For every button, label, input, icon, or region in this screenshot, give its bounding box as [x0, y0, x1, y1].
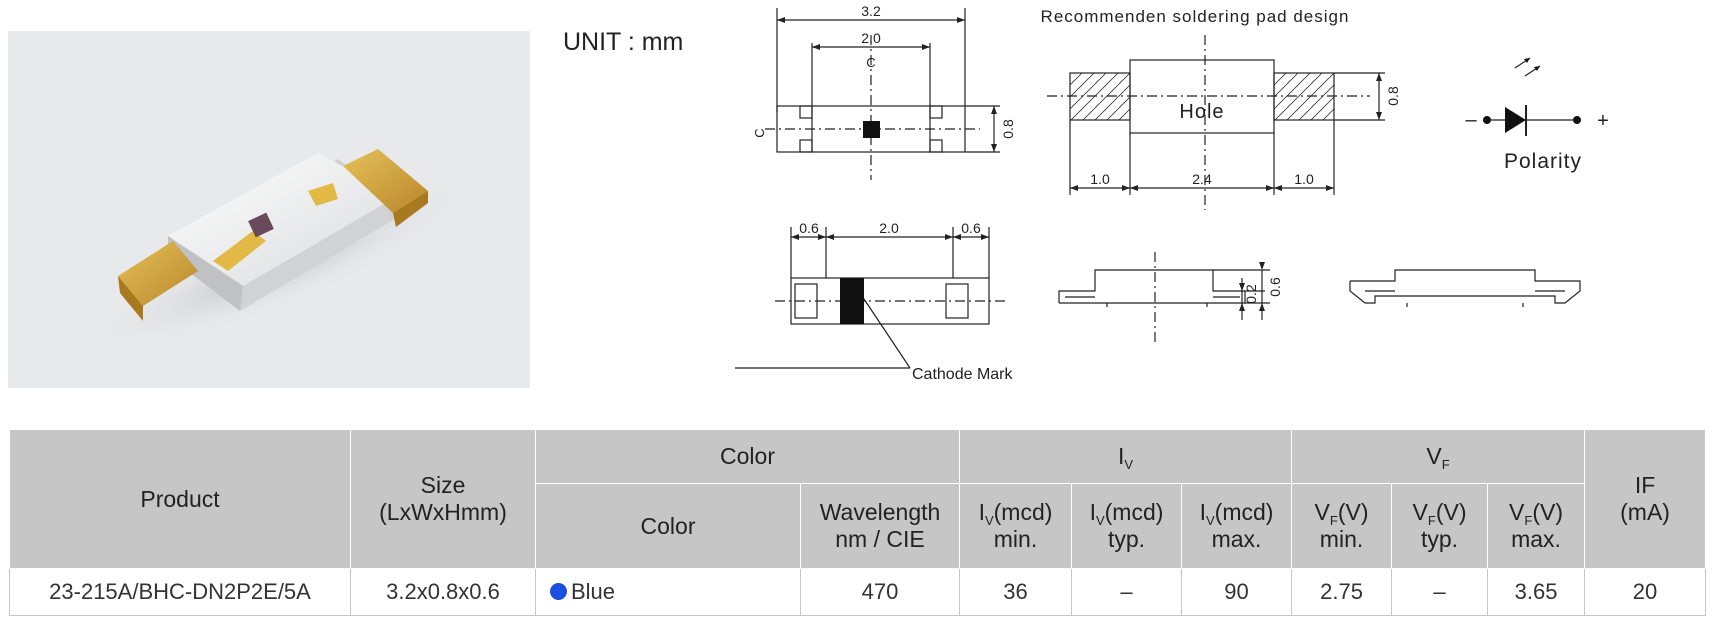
- side-dim-small: 0.2: [1243, 284, 1259, 304]
- polarity-label: Polarity: [1504, 150, 1582, 173]
- product-photo: [8, 31, 530, 388]
- bottom-right-dim: 0.6: [961, 220, 981, 236]
- side-view-2-drawing: [1349, 269, 1581, 307]
- led-package-image: [91, 149, 465, 350]
- header-color: Color: [535, 483, 801, 569]
- header-vf-max: VF(V)max.: [1487, 483, 1586, 569]
- top-view-chip: [863, 121, 880, 138]
- diode-triangle-icon: [1505, 107, 1526, 133]
- unit-label: UNIT : mm: [563, 28, 684, 56]
- header-vf-group: VF: [1291, 429, 1586, 484]
- cell-iv-max: 90: [1180, 568, 1293, 616]
- cell-color: Blue: [535, 568, 801, 616]
- bottom-left-dim: 0.6: [799, 220, 819, 236]
- header-size: Size(LxWxHmm): [350, 429, 536, 569]
- cell-wavelength: 470: [800, 568, 960, 616]
- header-iv-typ: IV(mcd)typ.: [1071, 483, 1182, 569]
- header-row-top: Product Size(LxWxHmm) Color IV VF IF(mA): [9, 429, 1707, 569]
- bottom-center-dim: 2.0: [879, 220, 899, 236]
- dim-height: 0.8: [1000, 119, 1016, 139]
- cathode-mark-label: Cathode Mark: [912, 366, 1013, 383]
- left-pad-dim: 1.0: [1090, 171, 1110, 187]
- header-if: IF(mA): [1584, 429, 1707, 569]
- header-vf-typ: VF(V)typ.: [1391, 483, 1489, 569]
- hole-label: Hole: [1179, 101, 1224, 123]
- cell-if: 20: [1584, 568, 1707, 616]
- color-dot-icon: [550, 583, 567, 600]
- header-color-group: Color: [535, 429, 960, 484]
- table-row: 23-215A/BHC-DN2P2E/5A 3.2x0.8x0.6 Blue 4…: [9, 568, 1707, 616]
- cell-color-label: Blue: [571, 579, 616, 604]
- dimension-drawing: 3.2 2.0 C C 0.8 Recommenden soldering pa…: [735, 3, 1609, 383]
- cell-iv-typ: –: [1071, 568, 1182, 616]
- bottom-view-drawing: [735, 227, 1005, 369]
- header-iv-group: IV: [958, 429, 1293, 484]
- cell-vf-typ: –: [1391, 568, 1489, 616]
- gap-dim: 2.4: [1192, 171, 1212, 187]
- right-pad-dim: 1.0: [1294, 171, 1314, 187]
- pad-height-dim: 0.8: [1385, 86, 1401, 106]
- spec-table: Product Size(LxWxHmm) Color IV VF IF(mA)…: [9, 429, 1707, 616]
- pad-design-title: Recommenden soldering pad design: [1041, 7, 1350, 26]
- centerline-mark-top: C: [866, 55, 875, 70]
- polarity-plus: +: [1597, 110, 1609, 132]
- side-dim-total: 0.6: [1267, 277, 1283, 297]
- header-product: Product: [9, 429, 351, 569]
- centerline-mark-left: C: [752, 128, 767, 137]
- cathode-mark-block: [840, 278, 864, 324]
- top-view-drawing: [765, 8, 1000, 180]
- side-view-drawing: [1058, 252, 1270, 342]
- dim-length: 3.2: [861, 3, 881, 19]
- polarity-symbol: [1487, 57, 1577, 136]
- cell-iv-min: 36: [959, 568, 1072, 616]
- cell-vf-max: 3.65: [1487, 568, 1586, 616]
- dim-inner-length: 2.0: [861, 30, 881, 46]
- cell-size: 3.2x0.8x0.6: [350, 568, 536, 616]
- polarity-minus: –: [1465, 109, 1477, 131]
- header-iv-min: IV(mcd)min.: [959, 483, 1072, 569]
- cell-vf-min: 2.75: [1291, 568, 1393, 616]
- header-iv-max: IV(mcd)max.: [1180, 483, 1293, 569]
- cell-product: 23-215A/BHC-DN2P2E/5A: [9, 568, 351, 616]
- pad-design-drawing: [1047, 35, 1385, 210]
- header-vf-min: VF(V)min.: [1291, 483, 1393, 569]
